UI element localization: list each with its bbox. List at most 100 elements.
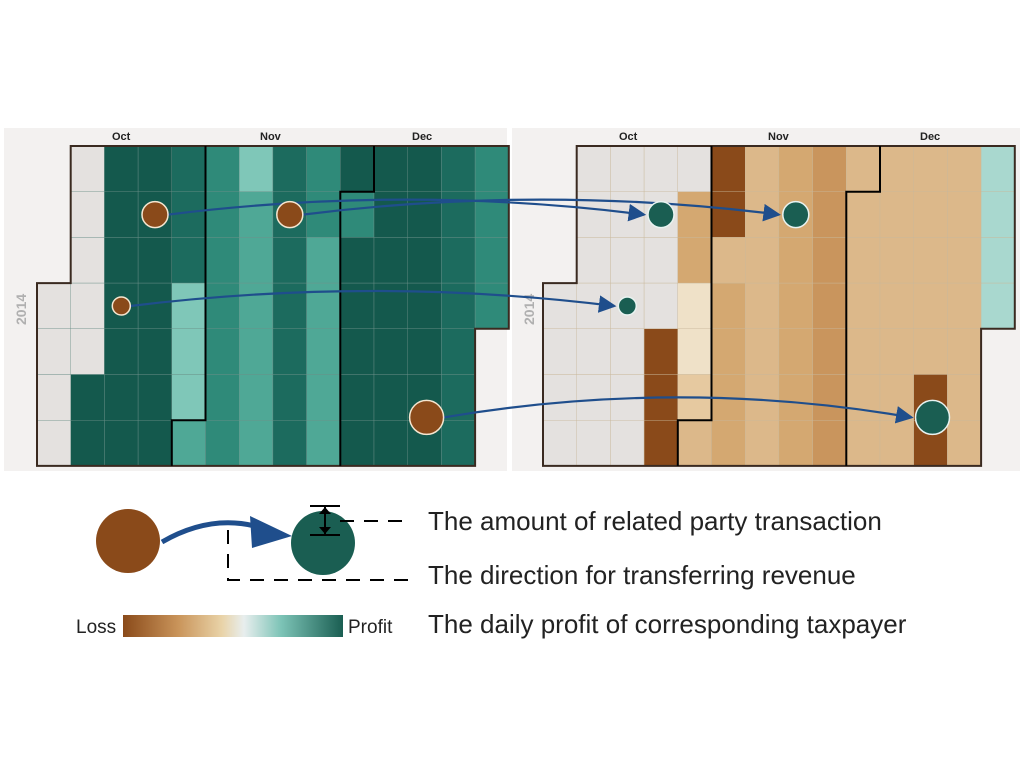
heatmap-cell xyxy=(711,420,746,467)
heatmap-cell xyxy=(947,237,982,284)
heatmap-cell xyxy=(104,374,139,421)
heatmap-cell xyxy=(306,328,341,375)
heatmap-cell xyxy=(272,374,307,421)
heatmap-cell xyxy=(474,282,510,330)
heatmap-cell xyxy=(879,237,914,284)
heatmap-cell xyxy=(913,328,948,375)
heatmap-cell xyxy=(205,237,240,284)
heatmap-cell xyxy=(70,420,105,467)
heatmap-cell xyxy=(846,191,881,238)
left-year-label: 2014 xyxy=(13,294,29,325)
heatmap-cell xyxy=(576,420,611,467)
left-month-label-oct: Oct xyxy=(112,131,131,143)
heatmap-cell xyxy=(745,374,780,421)
right-heatmap-cells xyxy=(542,145,1015,467)
heatmap-cell xyxy=(846,420,881,467)
left-heatmap-cells xyxy=(36,145,510,467)
profit-dot xyxy=(647,200,675,229)
heatmap-cell xyxy=(677,237,712,284)
heatmap-cell xyxy=(846,237,881,284)
heatmap-cell xyxy=(711,282,746,330)
heatmap-cell xyxy=(879,191,914,238)
legend: The amount of related party transaction … xyxy=(76,505,907,639)
heatmap-cell xyxy=(104,191,139,238)
heatmap-cell xyxy=(272,328,307,375)
heatmap-cell xyxy=(745,282,780,330)
heatmap-cell xyxy=(104,420,139,467)
heatmap-cell xyxy=(643,145,678,192)
profit-dot xyxy=(914,399,951,436)
heatmap-cell xyxy=(778,374,813,421)
heatmap-cell xyxy=(70,237,105,284)
heatmap-cell xyxy=(711,328,746,375)
heatmap-cell xyxy=(778,328,813,375)
heatmap-cell xyxy=(137,374,173,421)
heatmap-cell xyxy=(947,191,982,238)
loss-dot xyxy=(111,296,132,316)
heatmap-cell xyxy=(441,420,476,467)
legend-loss-circle xyxy=(96,509,160,573)
transfer-arrow xyxy=(130,289,617,313)
heatmap-cell xyxy=(373,237,408,284)
heatmap-cell xyxy=(238,191,274,238)
heatmap-cell xyxy=(373,420,408,467)
heatmap-cell xyxy=(846,145,881,192)
heatmap-cell xyxy=(70,145,105,192)
heatmap-cell xyxy=(373,374,408,421)
heatmap-cell xyxy=(812,420,847,467)
loss-dot xyxy=(276,200,304,229)
left-month-label-nov: Nov xyxy=(260,131,282,143)
heatmap-cell xyxy=(542,420,577,467)
heatmap-cell xyxy=(745,420,780,467)
loss-dot xyxy=(408,399,445,436)
heatmap-cell xyxy=(137,328,173,375)
heatmap-cell xyxy=(36,420,71,467)
heatmap-cell xyxy=(104,328,139,375)
heatmap-cell xyxy=(812,145,847,192)
heatmap-cell xyxy=(36,282,71,330)
heatmap-cell xyxy=(104,237,139,284)
legend-profit-colorbar xyxy=(123,615,343,637)
legend-loss-label: Loss xyxy=(76,617,116,638)
heatmap-cell xyxy=(272,282,307,330)
calendar-outline xyxy=(542,145,1016,467)
heatmap-cell xyxy=(474,145,510,192)
heatmap-cell xyxy=(70,328,105,375)
heatmap-cell xyxy=(913,145,948,192)
heatmap-cell xyxy=(947,374,982,421)
heatmap-cell xyxy=(610,420,645,467)
heatmap-cell xyxy=(70,191,105,238)
profit-dot xyxy=(617,296,638,316)
heatmap-cell xyxy=(171,420,206,467)
heatmap-cell xyxy=(171,374,206,421)
heatmap-cell xyxy=(778,420,813,467)
heatmap-cell xyxy=(137,282,173,330)
legend-profit-circle xyxy=(291,511,355,575)
heatmap-cell xyxy=(846,282,881,330)
heatmap-cell xyxy=(306,374,341,421)
heatmap-cell xyxy=(980,282,1015,330)
heatmap-cell xyxy=(340,374,375,421)
heatmap-cell xyxy=(576,191,611,238)
heatmap-cell xyxy=(340,145,375,192)
transfer-arrow xyxy=(167,198,647,222)
heatmap-cell xyxy=(171,145,206,192)
heatmap-cell xyxy=(947,282,982,330)
heatmap-cell xyxy=(238,374,274,421)
heatmap-cell xyxy=(542,282,577,330)
legend-direction-label: The direction for transferring revenue xyxy=(428,560,856,590)
heatmap-cell xyxy=(474,191,510,238)
heatmap-cell xyxy=(913,237,948,284)
heatmap-cell xyxy=(238,237,274,284)
heatmap-cell xyxy=(745,328,780,375)
month-boundary-nov-dec xyxy=(845,146,881,466)
heatmap-cell xyxy=(36,328,71,375)
heatmap-cell xyxy=(643,237,678,284)
heatmap-cell xyxy=(373,145,408,192)
heatmap-cell xyxy=(576,328,611,375)
heatmap-cell xyxy=(238,282,274,330)
left-month-label-dec: Dec xyxy=(412,131,432,143)
calendar-outline xyxy=(36,145,510,467)
heatmap-cell xyxy=(812,282,847,330)
heatmap-cell xyxy=(745,145,780,192)
